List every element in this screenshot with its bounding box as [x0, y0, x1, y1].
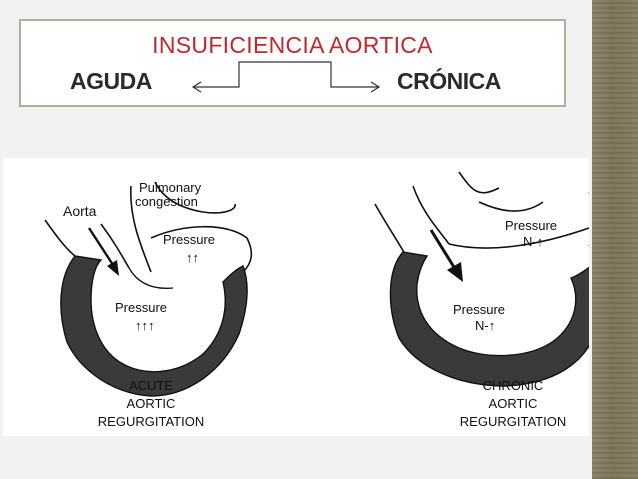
- acute-la-pressure-label: Pressure: [163, 232, 215, 247]
- acute-heart-diagram: Aorta Pulmonary congestion Pressure ↑↑ P…: [44, 180, 253, 429]
- decorative-side-bar: [592, 0, 638, 479]
- chronic-la-pressure-label: Pressure: [505, 218, 557, 233]
- acute-lv-pressure-arrows: ↑↑↑: [135, 318, 155, 333]
- acute-caption-line-1: ACUTE: [129, 378, 173, 393]
- pulmonary-label: Pulmonary: [139, 180, 202, 195]
- chronic-caption-line-2: AORTIC: [489, 396, 538, 411]
- acute-label: AGUDA: [70, 68, 152, 94]
- acute-caption-line-3: REGURGITATION: [98, 414, 204, 429]
- congestion-label: congestion: [135, 194, 198, 209]
- title-box: INSUFICIENCIA AORTICA AGUDA CRÓNICA: [19, 19, 566, 107]
- acute-caption-line-2: AORTIC: [127, 396, 176, 411]
- acute-lv-pressure-label: Pressure: [115, 300, 167, 315]
- chronic-lv-pressure-label: Pressure: [453, 302, 505, 317]
- bidirectional-arrow-connector: [191, 61, 381, 93]
- chronic-heart-diagram: Pressure N-↑ Pressure N-↑ CHRONIC AORTIC…: [374, 171, 589, 429]
- chronic-caption-line-1: CHRONIC: [483, 378, 544, 393]
- chronic-la-pressure-value: N-↑: [523, 234, 543, 249]
- slide-title: INSUFICIENCIA AORTICA: [152, 32, 433, 58]
- chronic-label: CRÓNICA: [397, 68, 501, 94]
- aorta-label: Aorta: [63, 203, 97, 219]
- chronic-lv-pressure-value: N-↑: [475, 318, 495, 333]
- chronic-caption-line-3: REGURGITATION: [460, 414, 566, 429]
- acute-la-pressure-arrows: ↑↑: [186, 250, 199, 265]
- heart-diagram-figure: Aorta Pulmonary congestion Pressure ↑↑ P…: [3, 158, 589, 436]
